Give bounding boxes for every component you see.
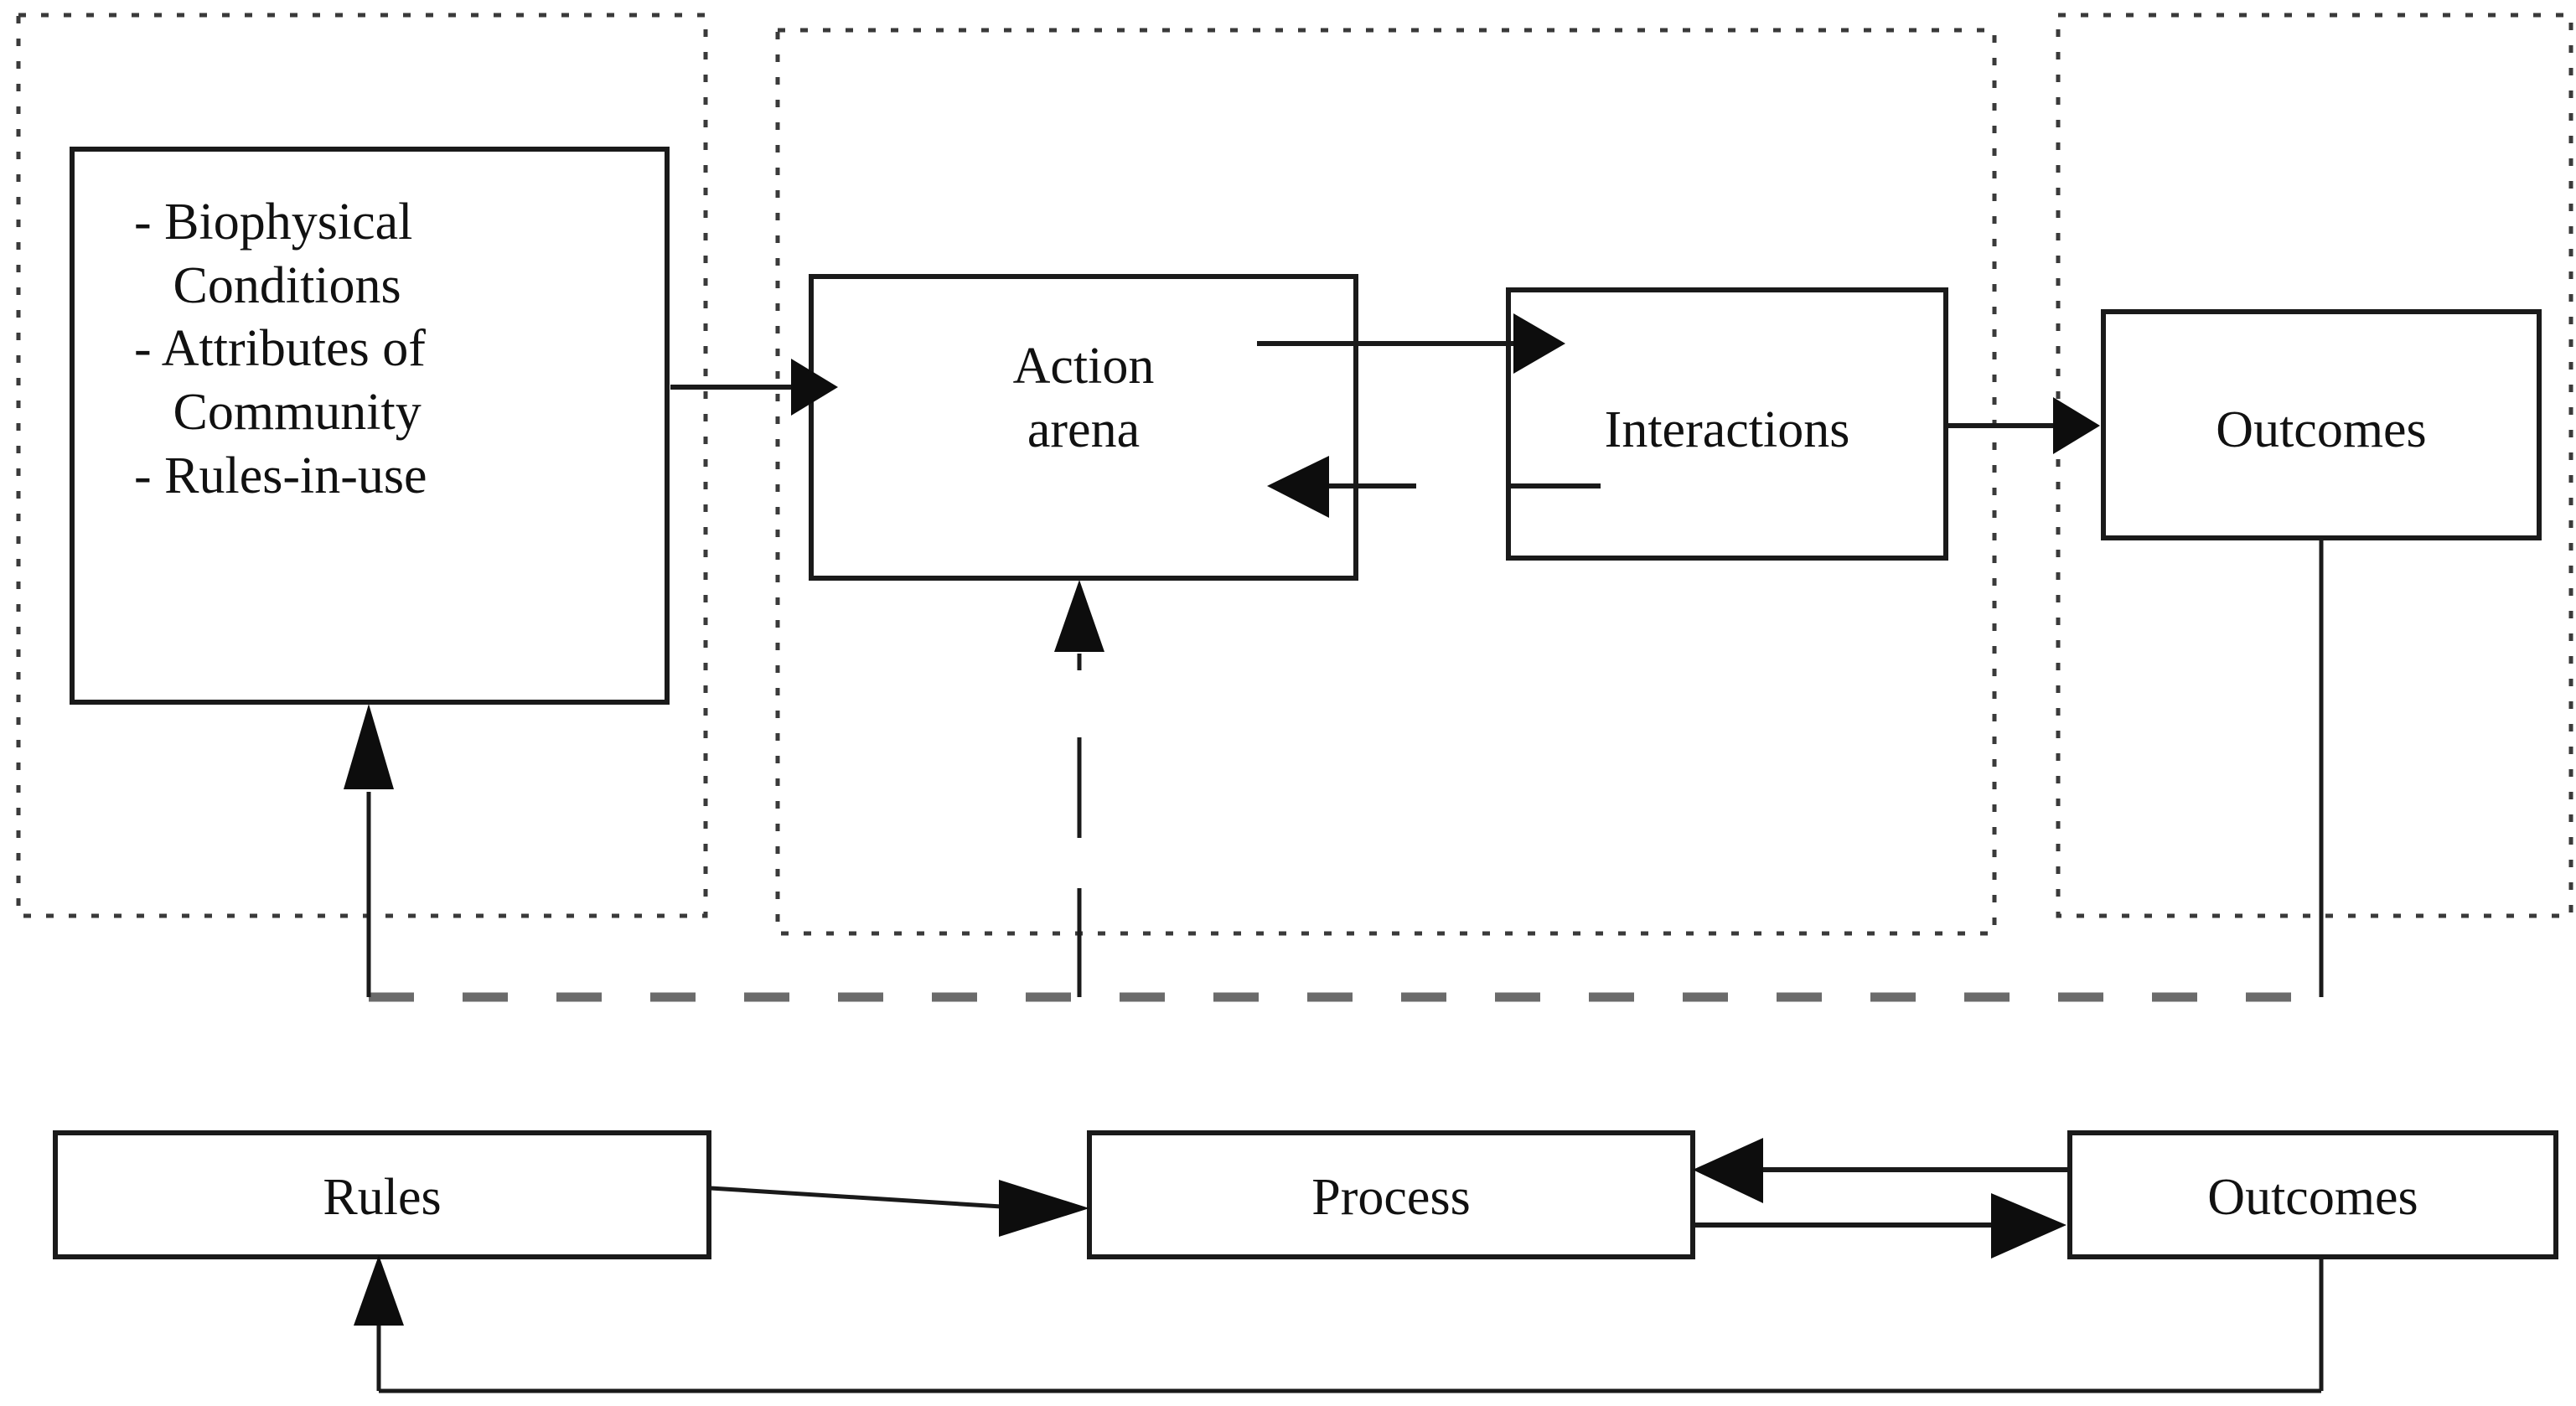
arrowhead-interactions-to-action-arena [1267,456,1329,518]
outcomes-boundary [2056,13,2573,918]
outcomes-box-bottom[interactable] [2067,1130,2558,1259]
exogenous-variables-box[interactable] [70,147,670,705]
rules-box[interactable] [53,1130,711,1259]
outcomes-bottom-hit[interactable] [2070,1133,2556,1257]
edge-rules-to-process [710,1186,1002,1209]
outcomes-top-hit[interactable] [2103,312,2539,538]
arrowhead-feedback-loop-to-rules [354,1255,404,1326]
arrowhead-process-to-outcomes [1991,1193,2066,1259]
action-arena-hit[interactable] [811,277,1356,578]
exogenous-variables-boundary [16,13,708,918]
process-hit[interactable] [1089,1133,1693,1257]
arrowhead-action-arena-to-interactions [1513,313,1565,374]
action-arena-box[interactable] [809,274,1358,581]
arrowhead-exogenous-to-action-arena [791,359,838,416]
interactions-hit[interactable] [1508,290,1946,558]
arrowhead-outcomes-to-process [1693,1138,1763,1203]
rules-hit[interactable] [55,1133,709,1257]
exogenous-variables-hit[interactable] [72,149,667,702]
outcomes-box-top[interactable] [2101,309,2542,540]
arrowhead-rules-to-process [999,1180,1089,1237]
process-box[interactable] [1087,1130,1695,1259]
arrowhead-interactions-to-outcomes [2053,397,2100,454]
arrowhead-feedback-to-exogenous [344,704,394,789]
arrowhead-feedback-to-action-arena [1054,580,1104,652]
